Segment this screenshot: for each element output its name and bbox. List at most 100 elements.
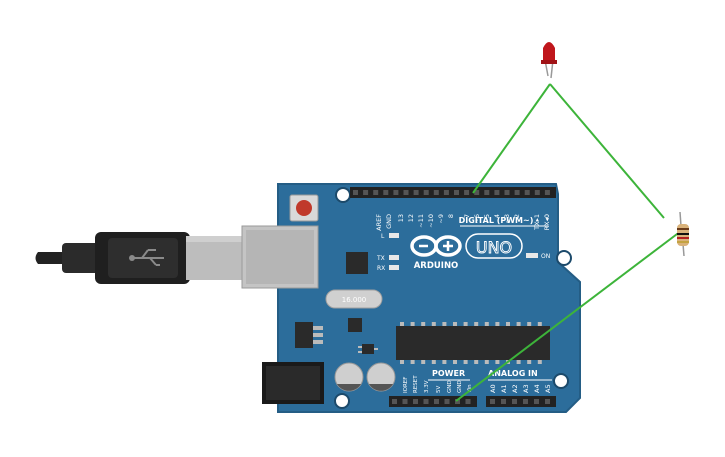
header-pin[interactable] xyxy=(423,190,429,195)
header-pin[interactable] xyxy=(413,190,419,195)
header-pin[interactable] xyxy=(512,399,517,404)
digital-label: DIGITAL (PWM~) xyxy=(459,216,534,225)
rx-label: RX xyxy=(377,265,385,272)
header-pin[interactable] xyxy=(423,399,429,404)
header-pin[interactable] xyxy=(392,399,397,404)
pin-label: ~11 xyxy=(417,214,425,228)
power-label: POWER xyxy=(432,369,465,378)
pin-label: Vin xyxy=(467,384,473,393)
red-led[interactable] xyxy=(541,42,557,79)
header-pin[interactable] xyxy=(524,190,530,195)
on-label: ON xyxy=(541,253,550,260)
led-l xyxy=(389,233,399,238)
header-pin[interactable] xyxy=(413,399,418,404)
usb-chip xyxy=(346,252,368,274)
header-pin[interactable] xyxy=(402,399,408,404)
led-l-label: L xyxy=(381,233,385,240)
header-pin[interactable] xyxy=(454,190,459,195)
header-pin[interactable] xyxy=(465,399,471,404)
pin-label: 2 xyxy=(513,214,521,218)
mounting-hole xyxy=(335,187,351,203)
header-pin[interactable] xyxy=(534,399,539,404)
wires[interactable] xyxy=(455,83,686,402)
pin-label: A5 xyxy=(544,384,552,393)
pin-label: GND xyxy=(447,380,453,393)
led-tx xyxy=(389,255,399,260)
transistor xyxy=(358,344,378,354)
analog-label: ANALOG IN xyxy=(488,369,538,378)
model-label: UNO xyxy=(476,238,512,257)
brand-label: ARDUINO xyxy=(414,261,459,271)
dc-power-jack[interactable] xyxy=(262,362,324,404)
pin-label: 12 xyxy=(407,214,415,222)
pin-label: 13 xyxy=(397,214,405,222)
led-on xyxy=(526,253,538,258)
usb-cable[interactable] xyxy=(35,232,245,284)
header-pin[interactable] xyxy=(545,399,550,404)
usb-icon xyxy=(132,249,164,266)
header-pin[interactable] xyxy=(490,399,495,404)
pin-label: ~9 xyxy=(437,214,445,224)
analog-header[interactable] xyxy=(486,396,556,407)
header-pin[interactable] xyxy=(474,190,480,195)
header-pin[interactable] xyxy=(433,190,439,195)
header-pin[interactable] xyxy=(523,399,528,404)
pin-label: A3 xyxy=(522,384,530,393)
capacitor xyxy=(366,362,396,392)
pin-label: A1 xyxy=(500,384,508,393)
pin-label: IOREF xyxy=(403,377,409,393)
header-pin[interactable] xyxy=(443,190,449,195)
header-pin[interactable] xyxy=(383,190,389,195)
wire-gnd-to-resistor xyxy=(455,227,686,402)
pin-label: 5V xyxy=(436,386,442,393)
pin-label: TX▸1 xyxy=(533,214,541,231)
header-pin[interactable] xyxy=(455,399,460,404)
pin-label: ~5 xyxy=(483,214,491,224)
header-pin[interactable] xyxy=(534,190,540,195)
pin-label: AREF xyxy=(375,214,383,231)
header-pin[interactable] xyxy=(353,190,358,195)
pin-label: A0 xyxy=(489,384,497,393)
header-pin[interactable] xyxy=(544,190,550,195)
atmega-chip xyxy=(396,322,550,364)
power-header[interactable] xyxy=(389,396,477,407)
mounting-hole xyxy=(556,250,572,266)
digital-header[interactable] xyxy=(350,187,556,198)
header-pin[interactable] xyxy=(501,399,506,404)
pin-label: 4 xyxy=(493,214,501,218)
header-pin[interactable] xyxy=(403,190,409,195)
wire-led-to-resistor xyxy=(549,83,665,219)
pin-label: 7 xyxy=(463,214,471,218)
header-pin[interactable] xyxy=(514,190,520,195)
header-pin[interactable] xyxy=(464,190,470,195)
led-rx xyxy=(389,265,399,270)
header-pin[interactable] xyxy=(434,399,439,404)
header-pin[interactable] xyxy=(373,190,379,195)
header-pin[interactable] xyxy=(504,190,510,195)
pin-label: GND xyxy=(385,214,393,229)
header-pin[interactable] xyxy=(393,190,399,195)
crystal: 16.000 xyxy=(325,289,383,309)
header-pin[interactable] xyxy=(494,190,500,195)
wire-pin7-to-led xyxy=(472,83,551,194)
header-pin[interactable] xyxy=(484,190,490,195)
pin-label: ~6 xyxy=(473,214,481,224)
small-chip xyxy=(348,318,362,332)
pin-label: ~3 xyxy=(503,214,511,224)
pin-label: A4 xyxy=(533,384,541,393)
voltage-regulator xyxy=(295,322,323,348)
arduino-logo-icon xyxy=(410,235,462,257)
tx-label: TX xyxy=(376,255,385,262)
mounting-hole xyxy=(334,393,350,409)
reset-button[interactable] xyxy=(289,194,319,222)
pin-label: RESET xyxy=(413,375,419,393)
resistor[interactable] xyxy=(677,211,689,257)
header-pin[interactable] xyxy=(363,190,369,195)
header-pin[interactable] xyxy=(444,399,450,404)
capacitor xyxy=(334,362,364,392)
pin-label: 8 xyxy=(447,214,455,218)
